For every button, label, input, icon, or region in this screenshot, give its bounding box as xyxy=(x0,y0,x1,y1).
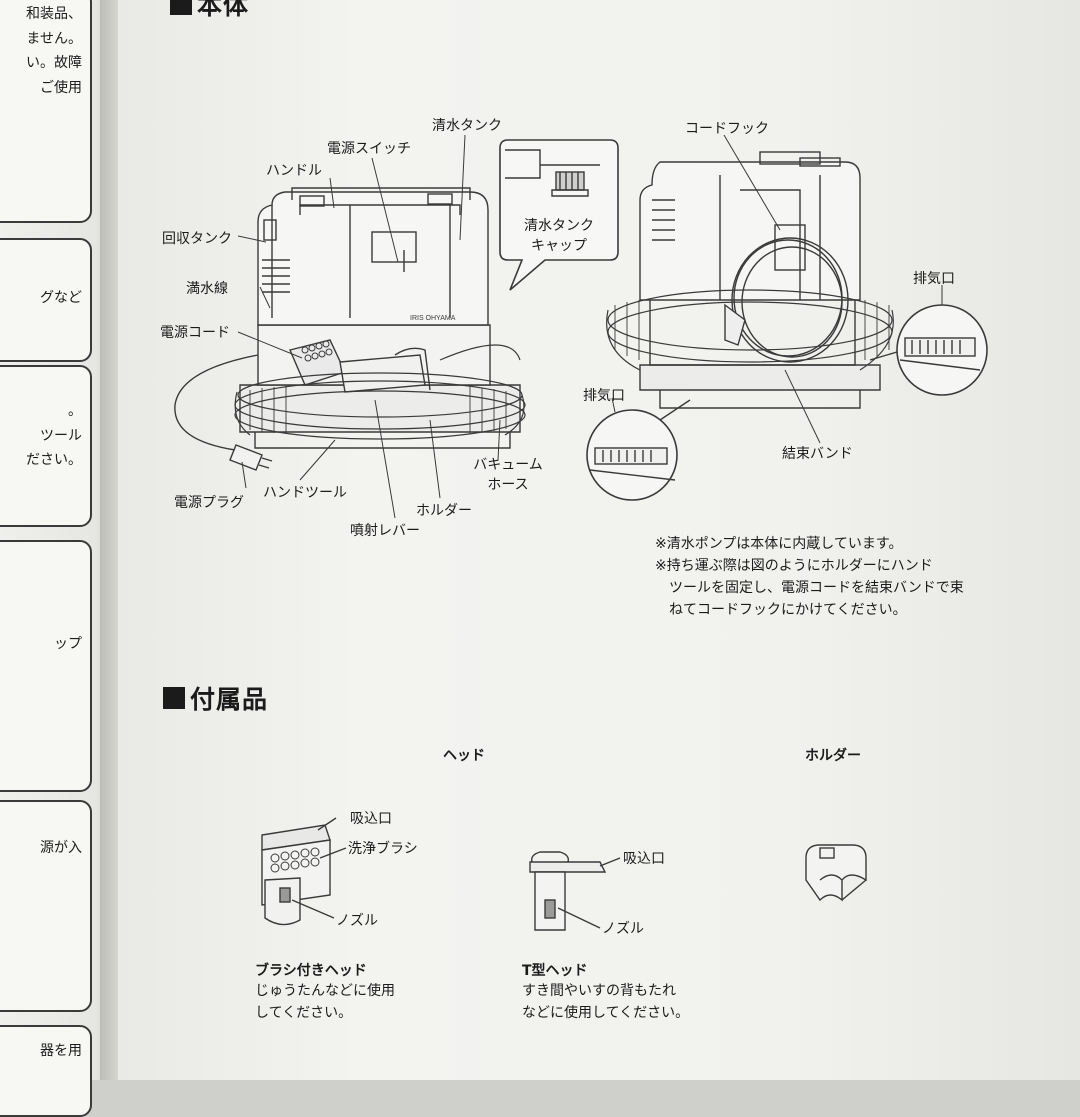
head-group-title: ヘッド xyxy=(443,748,485,764)
label-binding-band: 結束バンド xyxy=(782,446,853,462)
label-holder: ホルダー xyxy=(416,503,472,519)
t-head-illustration xyxy=(529,851,621,931)
left-page: 和装品、 ません。 い。故障 ご使用 グなど 。 ツール ださい。 ップ 源が入… xyxy=(0,0,118,1117)
notes-block: ※清水ポンプは本体に内蔵しています。 ※持ち運ぶ際は図のようにホルダーにハンド … xyxy=(655,536,964,618)
front-machine-illustration xyxy=(174,187,526,471)
label-t-nozzle: ノズル xyxy=(602,921,644,937)
label-spray-lever: 噴射レバー xyxy=(350,523,420,539)
label-clean-tank: 清水タンク xyxy=(432,118,502,134)
heading-square-icon xyxy=(170,0,192,15)
label-vacuum-hose: バキューム ホース xyxy=(473,457,543,493)
label-recovery-tank: 回収タンク xyxy=(162,231,232,247)
label-handle: ハンドル xyxy=(266,163,322,179)
section-heading-accessories: 付属品 xyxy=(163,680,268,716)
t-head-caption: T型ヘッド すき間やいすの背もたれ などに使用してください。 xyxy=(522,963,690,1021)
label-t-inlet: 吸込口 xyxy=(623,851,665,867)
label-hand-tool: ハンドツール xyxy=(263,485,347,501)
label-brush: 洗浄ブラシ xyxy=(348,841,418,857)
brush-head-caption: ブラシ付きヘッド じゅうたんなどに使用 してください。 xyxy=(255,963,395,1021)
left-fragment-card: 源が入 xyxy=(0,800,92,1012)
exhaust-detail-left xyxy=(586,399,691,501)
label-power-cord: 電源コード xyxy=(160,325,230,341)
label-full-line: 満水線 xyxy=(186,281,228,297)
exhaust-detail-right xyxy=(869,304,988,396)
product-logo: IRIS OHYAMA xyxy=(410,315,456,322)
label-exhaust-right: 排気口 xyxy=(913,271,955,287)
callout-bubble xyxy=(499,139,619,291)
left-fragment-card: ップ xyxy=(0,540,92,792)
label-power-plug: 電源プラグ xyxy=(174,495,244,511)
label-exhaust-left: 排気口 xyxy=(583,388,625,404)
label-brush-inlet: 吸込口 xyxy=(350,811,392,827)
section-heading-main: 本体 xyxy=(170,0,249,22)
left-fragment-card: 。 ツール ださい。 xyxy=(0,365,92,527)
brush-head-illustration xyxy=(261,817,347,926)
left-fragment-card: グなど xyxy=(0,238,92,362)
holder-group-title: ホルダー xyxy=(805,748,861,764)
label-power-switch: 電源スイッチ xyxy=(327,141,411,157)
label-cord-hook: コードフック xyxy=(685,121,769,137)
label-brush-nozzle: ノズル xyxy=(336,913,378,929)
heading-square-icon xyxy=(163,687,185,709)
label-clean-tank-cap: 清水タンク キャップ xyxy=(524,218,594,254)
left-fragment-card: 和装品、 ません。 い。故障 ご使用 xyxy=(0,0,92,223)
leader-lines xyxy=(237,134,943,519)
back-machine-illustration xyxy=(606,151,894,409)
line-art-layer: IRIS OHYAMA xyxy=(174,134,988,931)
holder-illustration xyxy=(805,844,867,902)
